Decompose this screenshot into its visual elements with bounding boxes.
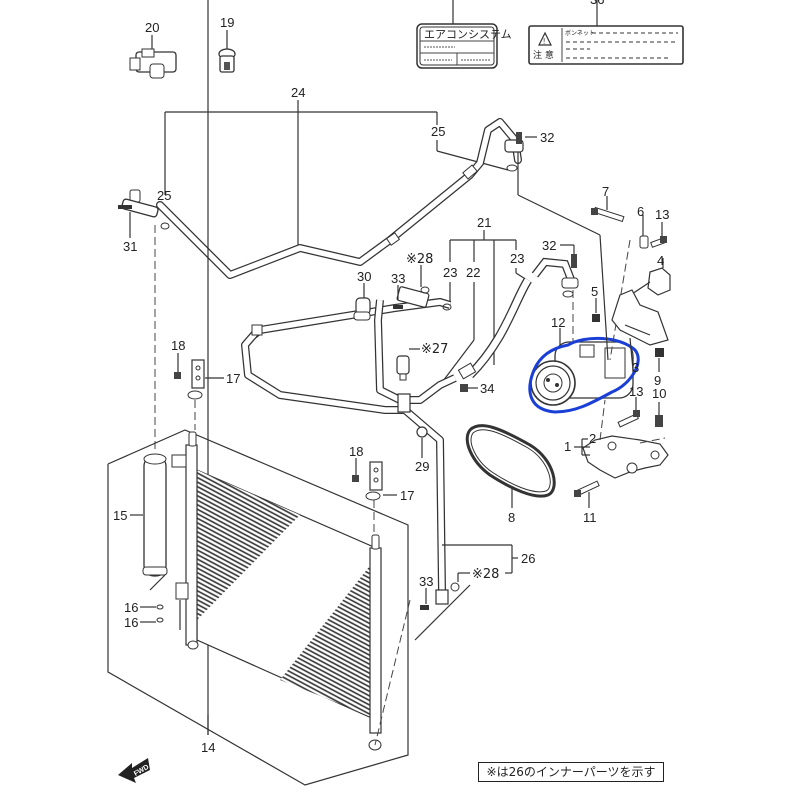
callout-26: 26 (521, 551, 535, 566)
part-6-washer[interactable]: 6 (637, 204, 649, 249)
part-20-connector[interactable]: 20 (129, 20, 177, 79)
part-1-2-mount-bracket[interactable]: 1 2 (564, 399, 669, 479)
part-18-bolt-right[interactable]: 18 (349, 444, 363, 482)
callout-1: 1 (564, 439, 571, 454)
callout-32b: 32 (542, 238, 556, 253)
callout-34: 34 (480, 381, 494, 396)
callout-32a: 32 (540, 130, 554, 145)
part-13-bolt-upper[interactable]: 13 (650, 207, 670, 248)
callout-9: 9 (654, 373, 661, 388)
part-24-discharge-pipe[interactable] (156, 118, 524, 279)
label-right-text: ボンネット (565, 29, 595, 37)
callout-31: 31 (123, 239, 137, 254)
part-4-cap[interactable]: 4 (619, 253, 671, 303)
callout-13a: 13 (655, 207, 669, 222)
callout-25a: 25 (431, 124, 445, 139)
callout-7: 7 (602, 184, 609, 199)
callout-4: 4 (657, 253, 664, 268)
part-19-clip[interactable]: 19 (218, 15, 236, 73)
part-5-nut[interactable]: 5 (591, 284, 600, 322)
callout-33a: 33 (391, 271, 405, 286)
callout-27: ※27 (421, 342, 448, 357)
part-32-bolt-lower[interactable]: 32 (542, 238, 577, 268)
callout-5: 5 (591, 284, 598, 299)
callout-3: 3 (632, 360, 639, 375)
part-18-bolt-left[interactable]: 18 (171, 338, 185, 379)
part-10-bolt[interactable]: 10 (652, 386, 666, 427)
callout-16a: 16 (124, 600, 138, 615)
part-30-valve[interactable]: 30 (353, 269, 371, 321)
caution-text: 注 意 (533, 49, 554, 61)
part-16-orings[interactable]: 16 16 (124, 600, 164, 630)
label-left-text: エアコンシステム (424, 28, 512, 41)
callout-29: 29 (415, 459, 429, 474)
callout-2: 2 (589, 431, 596, 446)
label-part-hood-caution[interactable]: ! 注 意 ボンネット 36 (528, 0, 684, 65)
callout-6: 6 (637, 204, 644, 219)
svg-text:!: ! (543, 37, 545, 46)
part-33-block-upper[interactable]: 33 ※28 (391, 252, 452, 311)
callout-33b: 33 (419, 574, 433, 589)
callout-24: 24 (291, 85, 305, 100)
callout-25b: 25 (157, 188, 171, 203)
callout-18b: 18 (349, 444, 363, 459)
callout-19: 19 (220, 15, 234, 30)
callout-bracket-26: 26 ※28 (442, 544, 535, 582)
callout-10: 10 (652, 386, 666, 401)
part-12-compressor[interactable]: 12 (530, 315, 634, 406)
part-17-bracket-left[interactable]: 17 (187, 359, 240, 400)
callout-22: 22 (466, 265, 480, 280)
part-27-pressure-switch[interactable]: ※27 (396, 342, 448, 381)
callout-20: 20 (145, 20, 159, 35)
part-32-bolt-upper[interactable]: 32 (516, 130, 554, 145)
part-14-condenser-core[interactable] (171, 431, 382, 751)
callout-17b: 17 (400, 488, 414, 503)
callout-23a: 23 (443, 265, 457, 280)
warning-icon (538, 31, 552, 46)
part-8-drive-belt[interactable]: 8 (465, 424, 556, 525)
part-3-bracket[interactable]: 3 (611, 289, 669, 375)
label-part-aircon-system[interactable]: エアコンシステム (416, 0, 512, 69)
part-33-block-lower[interactable]: 33 (414, 574, 471, 641)
callout-28b: ※28 (472, 567, 499, 582)
callout-28a: ※28 (406, 252, 433, 267)
part-29-clamp[interactable]: 29 (415, 426, 429, 474)
part-15-receiver-drier[interactable]: 15 (113, 453, 168, 591)
callout-30: 30 (357, 269, 371, 284)
callout-14: 14 (201, 740, 215, 755)
callout-16b: 16 (124, 615, 138, 630)
part-9-bolt[interactable]: 9 (654, 348, 664, 388)
part-34-clip[interactable]: 34 (460, 381, 494, 396)
part-17-bracket-right[interactable]: 17 (365, 461, 414, 503)
callout-18a: 18 (171, 338, 185, 353)
callout-15: 15 (113, 508, 127, 523)
callout-8: 8 (508, 510, 515, 525)
fwd-arrow-icon: FWD (118, 758, 150, 783)
inner-parts-note: ※は26のインナーパーツを示す (478, 762, 664, 782)
callout-36: 36 (590, 0, 604, 7)
part-11-bolt[interactable]: 11 (574, 480, 600, 525)
highlight-circle-compressor (528, 336, 640, 414)
callout-23b: 23 (510, 251, 524, 266)
callout-17a: 17 (226, 371, 240, 386)
callout-13b: 13 (629, 384, 643, 399)
callout-21: 21 (477, 215, 491, 230)
part-13-bolt-lower[interactable]: 13 (617, 384, 643, 428)
part-31-bolt[interactable]: 31 (118, 189, 170, 254)
part-7-bolt[interactable]: 7 (591, 184, 625, 223)
callout-11: 11 (583, 510, 597, 525)
callout-bracket-24: 24 25 25 (157, 85, 509, 245)
callout-12: 12 (551, 315, 565, 330)
part-23-suction-hose[interactable] (457, 257, 579, 380)
